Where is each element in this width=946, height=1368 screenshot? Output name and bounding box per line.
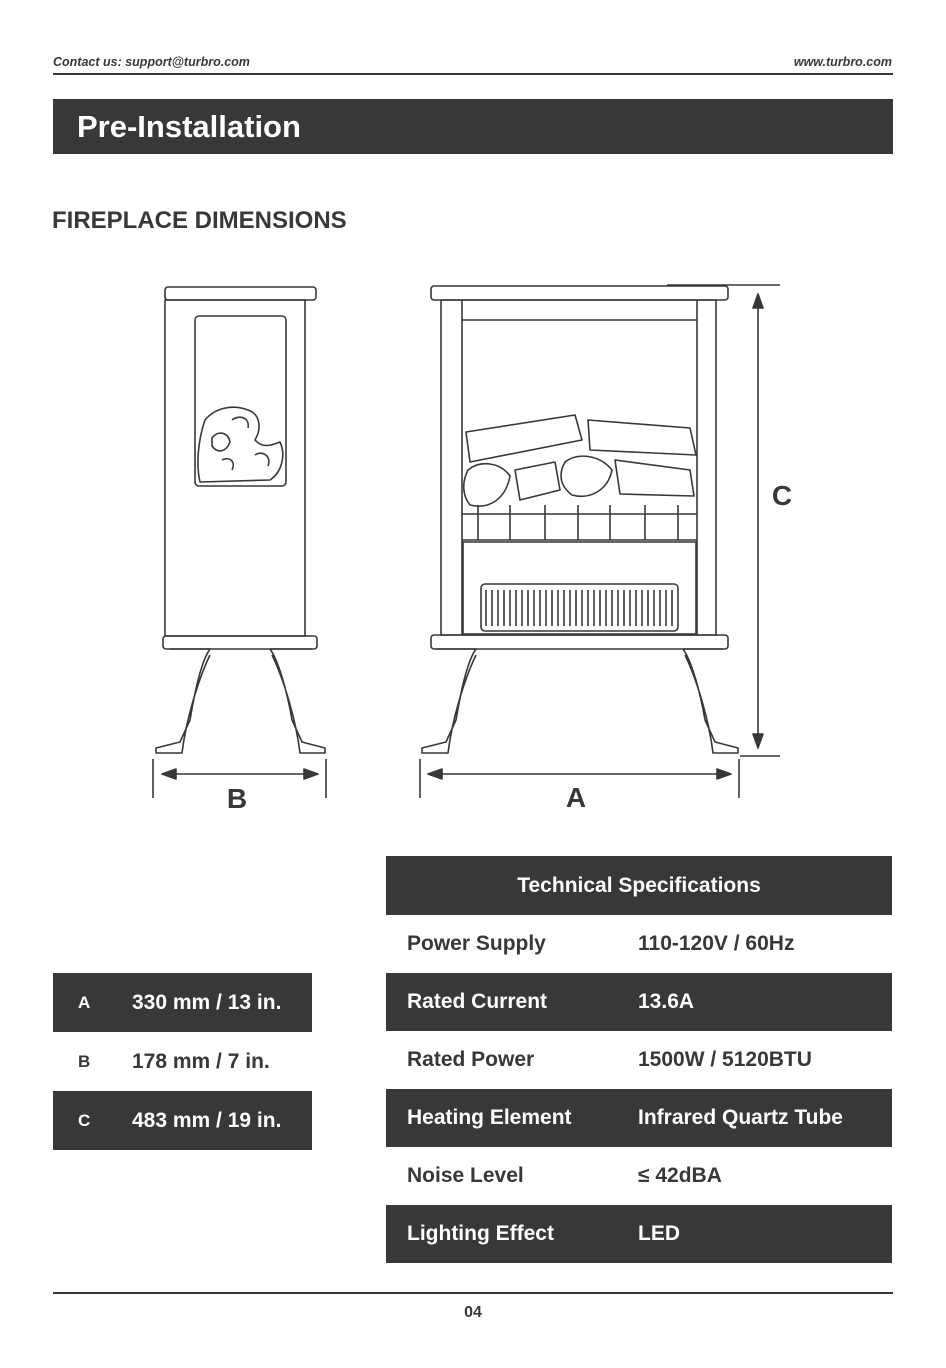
dimension-row: C 483 mm / 19 in.: [53, 1091, 312, 1150]
spec-row: Rated Power 1500W / 5120BTU: [386, 1031, 892, 1089]
spec-value: 1500W / 5120BTU: [638, 1048, 812, 1071]
label-b: B: [227, 783, 247, 814]
spec-label: Rated Power: [407, 1048, 535, 1071]
footer-divider: [53, 1292, 893, 1294]
dimension-value: 483 mm / 19 in.: [132, 1108, 282, 1132]
spec-value: LED: [638, 1222, 680, 1245]
spec-label: Noise Level: [407, 1164, 524, 1187]
spec-row: Lighting Effect LED: [386, 1205, 892, 1263]
spec-value: ≤ 42dBA: [638, 1164, 722, 1187]
spec-value: 13.6A: [638, 990, 695, 1013]
dimension-row: B 178 mm / 7 in.: [53, 1032, 312, 1091]
label-c: C: [772, 480, 792, 511]
dimension-key: B: [78, 1051, 91, 1071]
spec-value: Infrared Quartz Tube: [638, 1106, 843, 1129]
contact-email[interactable]: Contact us: support@turbro.com: [53, 55, 250, 69]
spec-value: 110-120V / 60Hz: [638, 932, 795, 955]
spec-label: Lighting Effect: [407, 1222, 554, 1245]
spec-row: Heating Element Infrared Quartz Tube: [386, 1089, 892, 1147]
spec-row: Rated Current 13.6A: [386, 973, 892, 1031]
spec-row: Power Supply 110-120V / 60Hz: [386, 915, 892, 973]
dimension-lines: [152, 284, 780, 798]
spec-label: Heating Element: [407, 1106, 572, 1129]
page-number: 04: [464, 1304, 482, 1321]
dimension-key: A: [78, 992, 91, 1012]
fireplace-diagram: B A C: [152, 284, 792, 814]
dimension-key: C: [78, 1110, 91, 1130]
dimensions-table: A 330 mm / 13 in. B 178 mm / 7 in. C 483…: [53, 973, 312, 1150]
specifications-table: Technical Specifications Power Supply 11…: [386, 856, 892, 1263]
page-banner: Pre-Installation: [53, 99, 893, 154]
specifications-heading: Technical Specifications: [386, 856, 892, 915]
spec-row: Noise Level ≤ 42dBA: [386, 1147, 892, 1205]
front-view: [421, 285, 739, 754]
header-divider: [53, 73, 893, 75]
website-link[interactable]: www.turbro.com: [793, 55, 892, 69]
dimension-row: A 330 mm / 13 in.: [53, 973, 312, 1032]
spec-label: Rated Current: [407, 990, 548, 1013]
side-view: [155, 286, 326, 754]
spec-label: Power Supply: [407, 932, 546, 955]
dimension-value: 330 mm / 13 in.: [132, 990, 282, 1014]
section-title: FIREPLACE DIMENSIONS: [52, 207, 347, 234]
dimension-value: 178 mm / 7 in.: [132, 1049, 270, 1073]
label-a: A: [566, 782, 586, 813]
